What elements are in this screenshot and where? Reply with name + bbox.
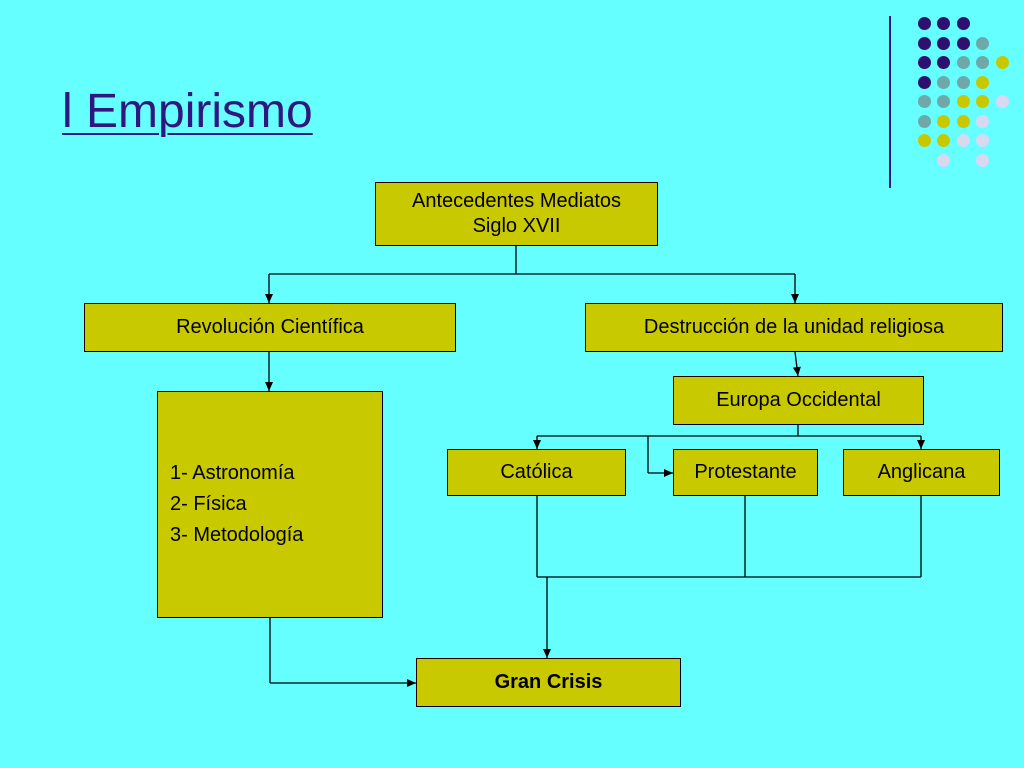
- church-node-anglicana: Anglicana: [843, 449, 1000, 496]
- decorative-dot: [956, 95, 970, 108]
- church-node-protestante: Protestante: [673, 449, 818, 496]
- topics-list-node: 1- Astronomía 2- Física 3- Metodología: [157, 391, 383, 618]
- decorative-dot: [976, 153, 989, 167]
- decorative-dot: [937, 17, 950, 30]
- decorative-dot: [917, 17, 931, 30]
- church-node-catolica: Católica: [447, 449, 626, 496]
- decorative-dot: [937, 75, 950, 89]
- decorative-dot: [956, 134, 970, 147]
- decorative-dot: [976, 95, 989, 108]
- church-label: Anglicana: [877, 461, 966, 483]
- decorative-dot: [976, 134, 989, 147]
- decorative-dot: [956, 56, 970, 69]
- topic-item: 3- Metodología: [170, 524, 304, 546]
- decorative-divider: [889, 16, 891, 188]
- decorative-dot: [917, 114, 931, 128]
- decorative-dot: [937, 153, 950, 167]
- decorative-dot: [937, 114, 950, 128]
- decorative-dot: [956, 114, 970, 128]
- decorative-dot: [956, 17, 970, 30]
- right-branch-node: Destrucción de la unidad religiosa: [585, 303, 1003, 352]
- root-node-line1: Antecedentes Mediatos: [411, 190, 622, 212]
- decorative-dot: [917, 75, 931, 89]
- decorative-dot: [917, 134, 931, 147]
- result-label: Gran Crisis: [494, 671, 603, 693]
- region-node: Europa Occidental: [673, 376, 924, 425]
- decorative-dot: [917, 56, 931, 69]
- decorative-dot: [956, 36, 970, 50]
- decorative-dot: [917, 36, 931, 50]
- left-branch-label: Revolución Científica: [176, 316, 364, 338]
- decorative-dot: [976, 114, 989, 128]
- topic-item: 1- Astronomía: [170, 462, 295, 484]
- topic-item: 2- Física: [170, 493, 247, 515]
- decorative-dot: [976, 56, 989, 69]
- decorative-dot: [976, 75, 989, 89]
- church-label: Católica: [500, 461, 573, 483]
- decorative-dot: [976, 36, 989, 50]
- decorative-dot: [937, 95, 950, 108]
- region-label: Europa Occidental: [716, 389, 881, 411]
- decorative-dot: [937, 36, 950, 50]
- result-node: Gran Crisis: [416, 658, 681, 707]
- decorative-dot: [937, 134, 950, 147]
- root-node-line2: Siglo XVII: [472, 215, 561, 237]
- left-branch-node: Revolución Científica: [84, 303, 456, 352]
- church-label: Protestante: [694, 461, 797, 483]
- right-branch-label: Destrucción de la unidad religiosa: [643, 316, 945, 338]
- decorative-dot: [995, 56, 1009, 69]
- decorative-dot: [937, 56, 950, 69]
- root-node: Antecedentes Mediatos Siglo XVII: [375, 182, 658, 246]
- slide-title: l Empirismo: [62, 85, 313, 138]
- decorative-dot: [995, 95, 1009, 108]
- decorative-dot: [917, 95, 931, 108]
- decorative-dot: [956, 75, 970, 89]
